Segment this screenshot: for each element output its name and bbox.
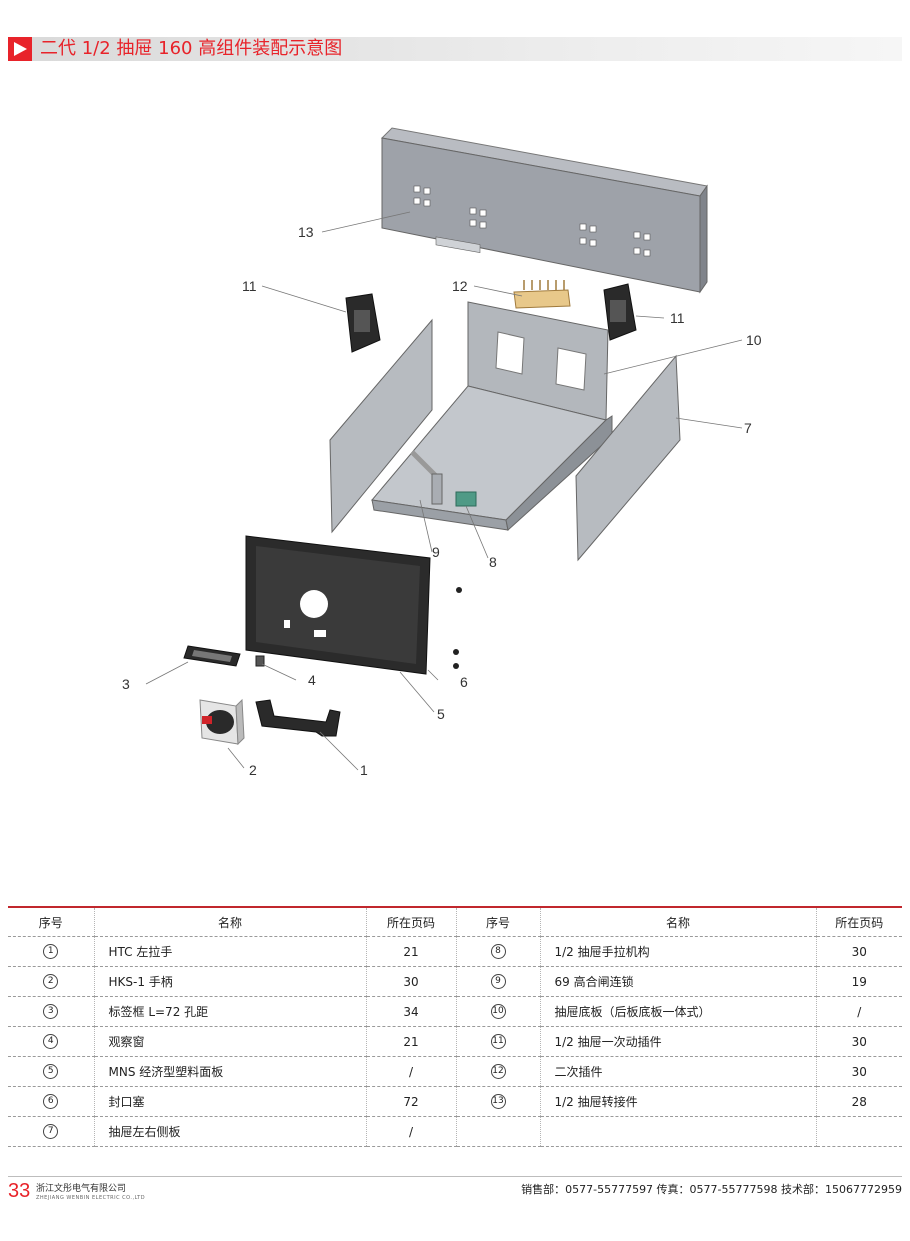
- callout-3: 3: [122, 676, 130, 692]
- item-page: 28: [816, 1086, 902, 1117]
- contact-info: 销售部：0577-55777597 传真：0577-55777598 技术部：1…: [521, 1183, 902, 1196]
- parts-table: 序号 名称 所在页码 序号 名称 所在页码 1 HTC 左拉手 21 8 1/2…: [8, 906, 902, 1147]
- part-primary-plug-right: [603, 283, 637, 341]
- item-page: 21: [366, 1026, 457, 1057]
- table-row: 3 标签框 L=72 孔距 34 10 抽屉底板（后板底板一体式） /: [8, 996, 902, 1027]
- table-row: 7 抽屉左右侧板 /: [8, 1116, 902, 1147]
- table-row: 5 MNS 经济型塑料面板 / 12 二次插件 30: [8, 1056, 902, 1087]
- page-title: 二代 1/2 抽屉 160 高组件装配示意图: [40, 38, 343, 59]
- callout-1: 1: [360, 762, 368, 778]
- assembly-diagram: 13 11 12 11 10 7 9 8 6 3 4 5 2 1: [122, 127, 762, 778]
- empty-cell: [456, 1116, 541, 1147]
- item-page: 72: [366, 1086, 457, 1117]
- footer-divider: [8, 1176, 902, 1177]
- company-name: 浙江文彤电气有限公司: [36, 1184, 127, 1194]
- part-secondary-plug: [513, 280, 571, 309]
- callout-4: 4: [308, 672, 316, 688]
- item-number: 5: [43, 1064, 59, 1079]
- part-sealing-plugs: [453, 587, 462, 669]
- part-side-plate-right: [575, 354, 681, 562]
- item-name: 1/2 抽屉手拉机构: [540, 936, 817, 967]
- item-page: /: [816, 996, 902, 1027]
- callout-7: 7: [744, 420, 752, 436]
- table-row: 1 HTC 左拉手 21 8 1/2 抽屉手拉机构 30: [8, 936, 902, 967]
- callout-11-right: 11: [670, 310, 685, 326]
- col-header-name: 名称: [94, 907, 367, 937]
- item-number: 4: [43, 1034, 59, 1049]
- part-drawer-base: [371, 301, 613, 531]
- table-row: 2 HKS-1 手柄 30 9 69 高合闸连锁 19: [8, 966, 902, 997]
- col-header-no: 序号: [8, 907, 95, 937]
- callout-13: 13: [298, 224, 314, 240]
- part-htc-pull-handle: [255, 699, 341, 737]
- item-name: HKS-1 手柄: [94, 966, 367, 997]
- item-page: 34: [366, 996, 457, 1027]
- item-number: 12: [490, 1064, 506, 1079]
- col-header-page: 所在页码: [816, 907, 902, 937]
- item-number: 7: [43, 1124, 59, 1139]
- item-name: 抽屉底板（后板底板一体式）: [540, 996, 817, 1027]
- item-page: 30: [816, 1056, 902, 1087]
- callout-8: 8: [489, 554, 497, 570]
- col-header-page: 所在页码: [366, 907, 457, 937]
- part-interlock: [410, 450, 443, 505]
- item-name: 二次插件: [540, 1056, 817, 1087]
- item-number: 8: [490, 944, 506, 959]
- item-page: /: [366, 1056, 457, 1087]
- item-name: 1/2 抽屉一次动插件: [540, 1026, 817, 1057]
- callout-11-left: 11: [242, 278, 257, 294]
- callout-9: 9: [432, 544, 440, 560]
- part-rear-adapter: [380, 127, 708, 294]
- item-number: 13: [490, 1094, 506, 1109]
- table-header-row: 序号 名称 所在页码 序号 名称 所在页码: [8, 907, 902, 937]
- item-page: 30: [816, 936, 902, 967]
- table-row: 6 封口塞 72 13 1/2 抽屉转接件 28: [8, 1086, 902, 1117]
- table-row: 4 观察窗 21 11 1/2 抽屉一次动插件 30: [8, 1026, 902, 1057]
- page-header: 二代 1/2 抽屉 160 高组件装配示意图: [8, 37, 902, 61]
- callout-12: 12: [452, 278, 468, 294]
- part-label-frame: [183, 645, 241, 667]
- part-primary-plug-left: [345, 293, 381, 353]
- empty-cell: [540, 1116, 817, 1147]
- company-name-en: ZHEJIANG WENBIN ELECTRIC CO.,LTD: [36, 1195, 146, 1201]
- col-header-no: 序号: [456, 907, 541, 937]
- item-name: 观察窗: [94, 1026, 367, 1057]
- part-pull-mechanism: [455, 491, 477, 507]
- item-name: 抽屉左右侧板: [94, 1116, 367, 1147]
- item-page: 21: [366, 936, 457, 967]
- item-number: 6: [43, 1094, 59, 1109]
- item-name: HTC 左拉手: [94, 936, 367, 967]
- part-hks1-handle: [199, 698, 245, 746]
- callout-2: 2: [249, 762, 257, 778]
- item-name: 封口塞: [94, 1086, 367, 1117]
- col-header-name: 名称: [540, 907, 817, 937]
- part-observation-window: [255, 655, 265, 667]
- page-number: 33: [8, 1180, 31, 1202]
- item-page: /: [366, 1116, 457, 1147]
- callout-6: 6: [460, 674, 468, 690]
- item-name: 标签框 L=72 孔距: [94, 996, 367, 1027]
- leader-lines: [145, 211, 743, 771]
- part-side-plate-left: [329, 318, 433, 534]
- item-number: 1: [43, 944, 59, 959]
- callout-10: 10: [746, 332, 762, 348]
- item-number: 9: [490, 974, 506, 989]
- part-front-panel: [245, 535, 431, 675]
- callout-5: 5: [437, 706, 445, 722]
- item-page: 19: [816, 966, 902, 997]
- item-name: 69 高合闸连锁: [540, 966, 817, 997]
- play-triangle-icon: [8, 37, 32, 61]
- item-number: 10: [490, 1004, 506, 1019]
- item-number: 3: [43, 1004, 59, 1019]
- item-page: 30: [816, 1026, 902, 1057]
- item-name: 1/2 抽屉转接件: [540, 1086, 817, 1117]
- item-page: 30: [366, 966, 457, 997]
- item-number: 2: [43, 974, 59, 989]
- item-name: MNS 经济型塑料面板: [94, 1056, 367, 1087]
- item-number: 11: [490, 1034, 506, 1049]
- empty-cell: [816, 1116, 902, 1147]
